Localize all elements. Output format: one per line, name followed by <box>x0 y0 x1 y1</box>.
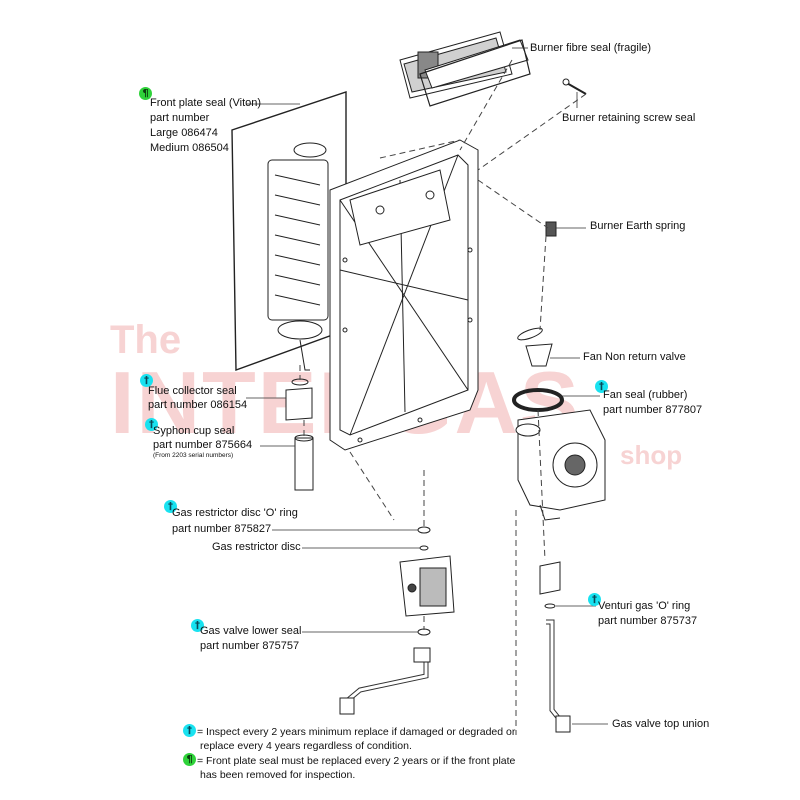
inspect-badge-icon: † <box>595 380 608 393</box>
burner-fibre-seal-part <box>399 31 531 107</box>
watermark-shop: shop <box>620 440 683 470</box>
label-gas-restrictor-disc: Gas restrictor disc <box>212 541 301 553</box>
label-syphon-cup-seal-3: (From 2203 serial numbers) <box>153 452 234 459</box>
inspect-badge-icon: † <box>145 418 158 431</box>
replace-badge-icon: ¶ <box>139 87 152 100</box>
label-gas-valve-lower-seal-1: Gas valve lower seal <box>200 625 302 637</box>
heat-exchanger-part <box>267 142 329 371</box>
label-gas-valve-top-union: Gas valve top union <box>612 718 710 730</box>
label-fan-non-return-valve: Fan Non return valve <box>583 351 686 363</box>
front-plate-part <box>329 139 479 451</box>
legend-inspect-line1: = Inspect every 2 years minimum replace … <box>197 726 516 738</box>
burner-retaining-screw-part <box>562 78 587 95</box>
syphon-part <box>285 378 314 491</box>
fan-non-return-valve-part <box>517 327 553 367</box>
label-burner-earth-spring: Burner Earth spring <box>590 220 686 232</box>
label-syphon-cup-seal-1: Syphon cup seal <box>153 425 235 437</box>
legend-inspect-icon: † <box>183 724 196 737</box>
label-front-plate-seal-2: part number <box>150 112 210 124</box>
inspect-badge-icon: † <box>191 619 204 632</box>
label-syphon-cup-seal-2: part number 875664 <box>153 439 253 451</box>
label-burner-retaining-screw-seal: Burner retaining screw seal <box>562 112 696 124</box>
label-fan-seal-2: part number 877807 <box>603 404 703 416</box>
watermark-the: The <box>110 318 182 362</box>
legend-replace-icon: ¶ <box>183 753 196 766</box>
label-gas-restrictor-o-ring-2: part number 875827 <box>172 523 272 535</box>
label-flue-collector-seal-1: Flue collector seal <box>148 385 237 397</box>
legend-replace-line2: has been removed for inspection. <box>200 769 356 781</box>
fan-assembly-part <box>515 409 606 521</box>
burner-earth-spring-part <box>545 221 557 237</box>
label-gas-restrictor-o-ring-1: Gas restrictor disc 'O' ring <box>172 507 298 519</box>
label-front-plate-seal-3: Large 086474 <box>150 127 218 139</box>
gas-valve-part <box>399 555 455 617</box>
gas-restrictor-disc-part <box>419 545 429 551</box>
inspect-badge-icon: † <box>164 500 177 513</box>
inspect-badge-icon: † <box>588 593 601 606</box>
label-burner-fibre-seal: Burner fibre seal (fragile) <box>530 42 652 54</box>
gas-restrictor-o-ring-part <box>417 526 431 534</box>
label-gas-valve-lower-seal-2: part number 875757 <box>200 640 300 652</box>
venturi-part <box>539 561 571 733</box>
inlet-pipe-part <box>339 647 431 715</box>
legend-replace-line1: = Front plate seal must be replaced ever… <box>197 755 516 767</box>
label-venturi-o-ring-1: Venturi gas 'O' ring <box>598 600 691 612</box>
label-venturi-o-ring-2: part number 875737 <box>598 615 698 627</box>
fan-seal-part <box>512 388 564 412</box>
label-flue-collector-seal-2: part number 086154 <box>148 399 248 411</box>
label-front-plate-seal-4: Medium 086504 <box>150 142 229 154</box>
inspect-badge-icon: † <box>140 374 153 387</box>
legend-inspect-line2: replace every 4 years regardless of cond… <box>200 740 412 752</box>
label-fan-seal-1: Fan seal (rubber) <box>603 389 688 401</box>
label-front-plate-seal-1: Front plate seal (Viton) <box>150 97 262 109</box>
